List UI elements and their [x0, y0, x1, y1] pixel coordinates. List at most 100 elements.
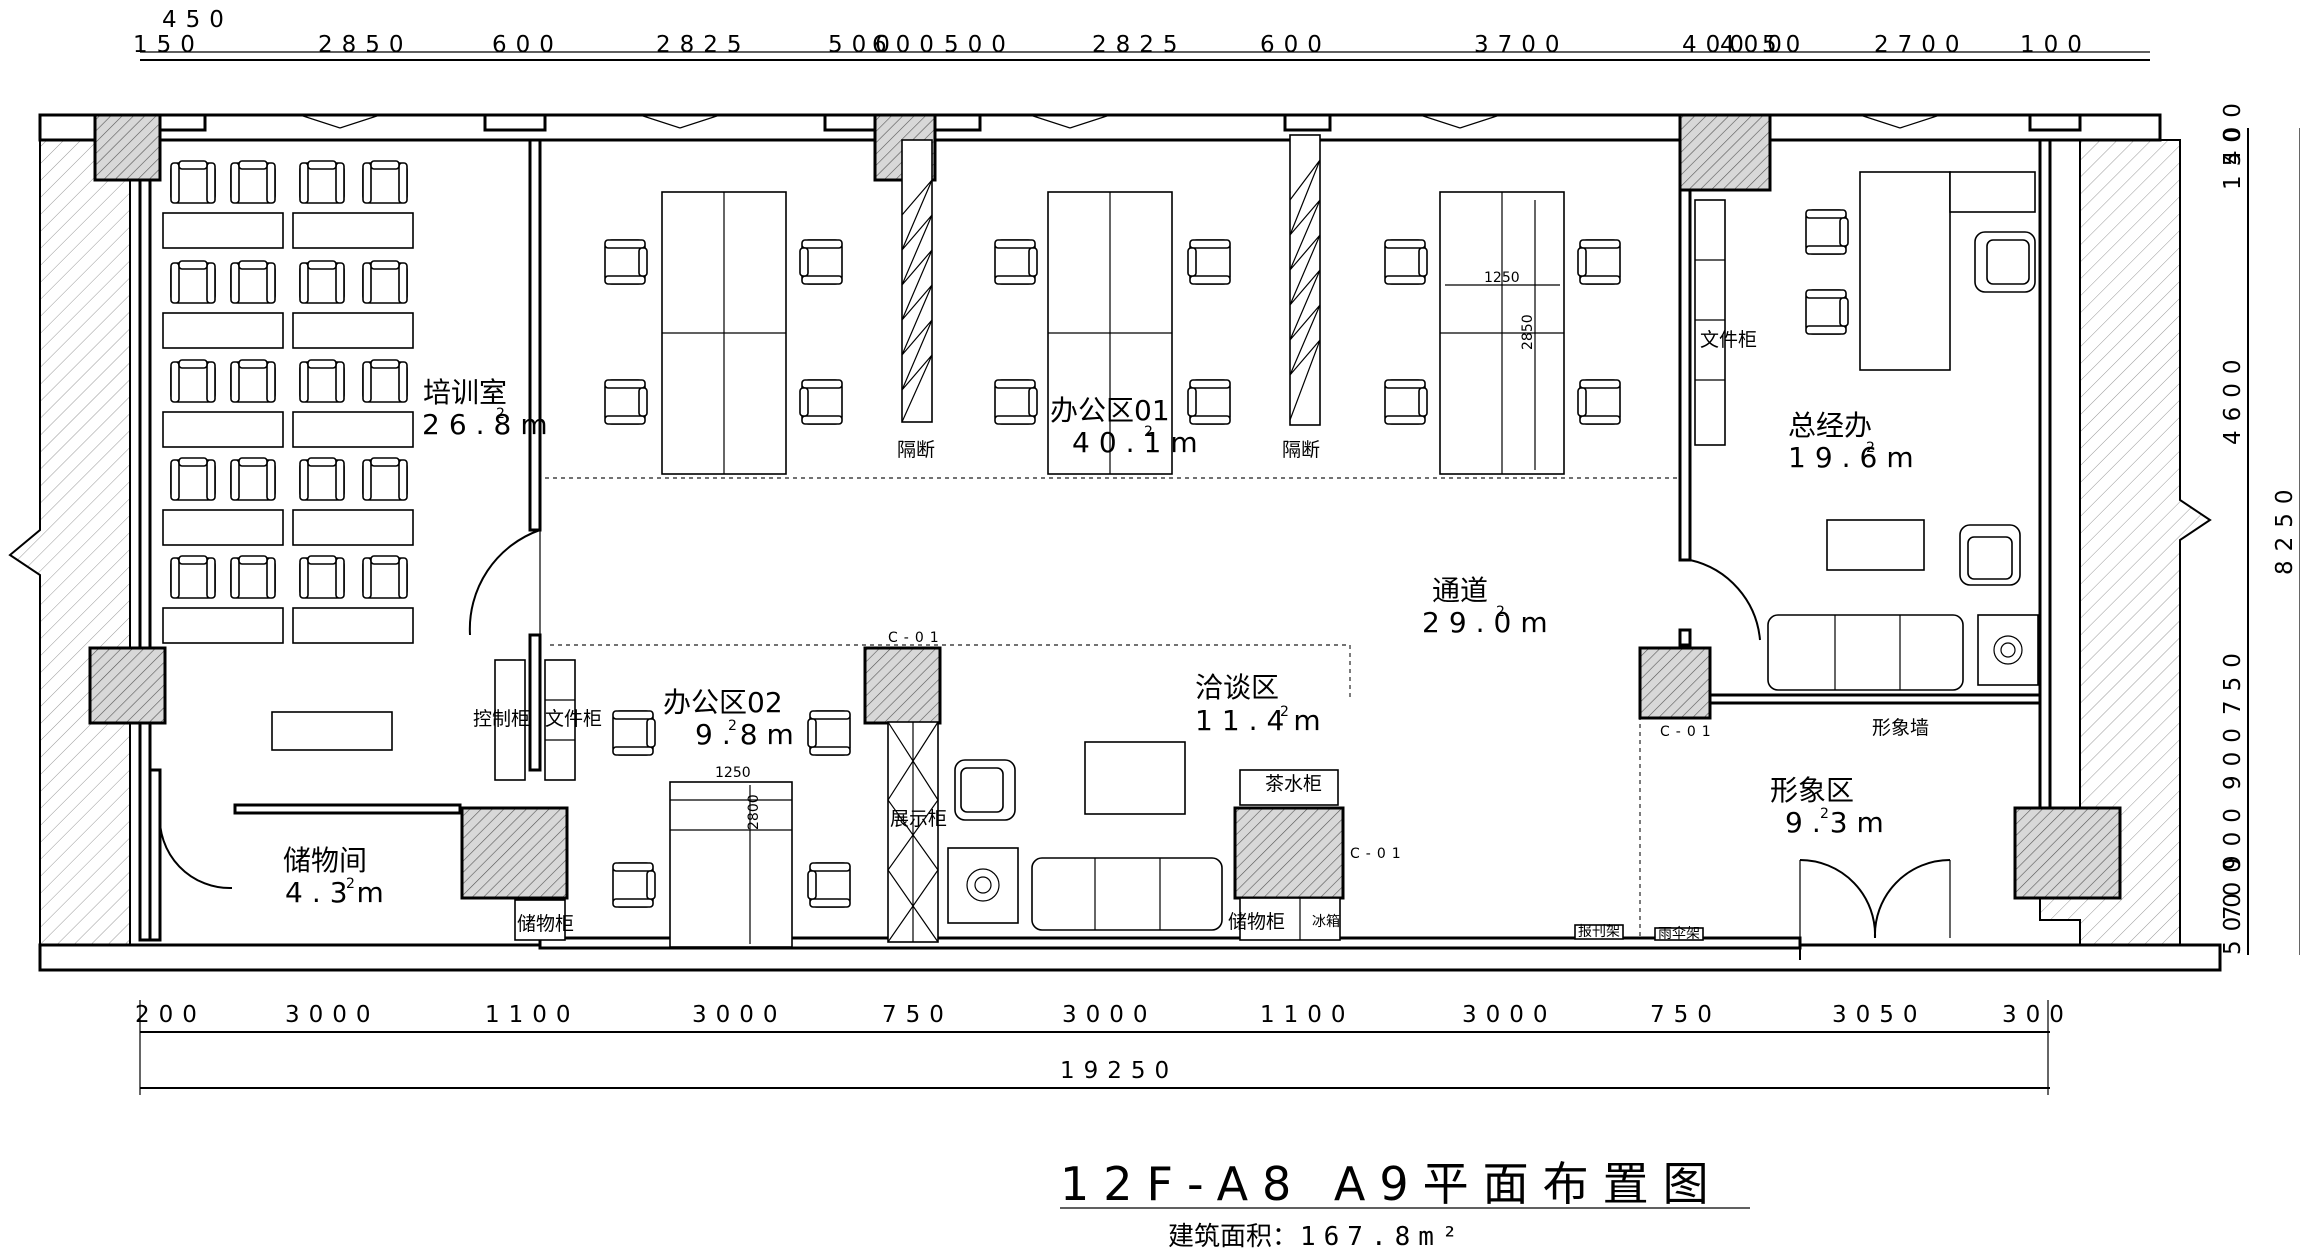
training-chair — [230, 359, 276, 403]
room-area-corridor: 29.0m — [1422, 606, 1557, 639]
dim-total: 19250 — [1060, 1058, 1178, 1084]
training-chair — [170, 457, 216, 501]
office-chair — [807, 862, 851, 908]
dim-top-10: 3700 — [1474, 32, 1569, 58]
office-desks — [271, 134, 2039, 948]
dim-top-11: 400 — [1682, 32, 1753, 58]
training-chair — [362, 260, 408, 304]
office-chair — [1577, 379, 1621, 425]
dim-right-8: 500 — [2220, 884, 2246, 955]
meeting-armchair — [954, 759, 1016, 821]
training-chair — [362, 555, 408, 599]
dim-bottom-8: 750 — [1650, 1002, 1721, 1028]
dim-bottom-0: 200 — [135, 1002, 206, 1028]
label-umbrella-rack: 雨伞架 — [1658, 925, 1700, 942]
gm-armchair — [1959, 524, 2021, 586]
training-chair — [299, 359, 345, 403]
office-chair — [612, 862, 656, 908]
dim-top-8: 2825 — [1092, 32, 1187, 58]
office-chair — [1577, 239, 1621, 285]
training-desk — [162, 509, 284, 546]
training-chair — [362, 160, 408, 204]
label-fridge: 冰箱 — [1312, 914, 1340, 930]
dimensions-top: 150 450 2850 600 2825 500 600 500 2825 6… — [133, 7, 2150, 61]
dim-top-2: 2850 — [318, 32, 413, 58]
office-chair — [1187, 239, 1231, 285]
office-chair — [1187, 379, 1231, 425]
room-name-training: 培训室 — [423, 376, 507, 409]
training-chair — [362, 359, 408, 403]
office-chair — [1805, 209, 1849, 255]
label-desk-w-1: 1250 — [1484, 270, 1520, 286]
dim-bottom-1: 3000 — [285, 1002, 380, 1028]
office-chair — [612, 710, 656, 756]
office-chair — [1805, 289, 1849, 335]
dim-bottom-10: 300 — [2002, 1002, 2073, 1028]
dim-right-1: 400 — [2220, 94, 2246, 165]
room-area-sup-office1: 2 — [1144, 424, 1153, 440]
dim-top-1: 450 — [162, 7, 233, 33]
label-partition-a: 隔断 — [897, 439, 935, 461]
outer-walls — [8, 113, 2222, 972]
office-chair — [1384, 239, 1428, 285]
label-desk-w-2: 1250 — [715, 765, 751, 781]
training-chair — [230, 260, 276, 304]
dim-top-12: 400 — [1720, 32, 1791, 58]
room-area-gm: 19.6m — [1788, 441, 1923, 474]
room-name-office2: 办公区02 — [663, 686, 783, 719]
label-control-cabinet: 控制柜 — [473, 708, 530, 730]
drawing-title: 12F-A8 A9平面布置图 — [1060, 1157, 1723, 1211]
dim-bottom-5: 3000 — [1062, 1002, 1157, 1028]
room-area-sup-gm: 2 — [1866, 440, 1875, 456]
label-storage-cabinet-a: 储物柜 — [517, 913, 574, 935]
dim-top-3: 600 — [492, 32, 563, 58]
office-chair — [604, 379, 648, 425]
dim-bottom-2: 1100 — [485, 1002, 580, 1028]
label-col-c01-c: C-01 — [1350, 846, 1407, 862]
label-image-wall: 形象墙 — [1872, 717, 1929, 739]
dim-bottom-3: 3000 — [692, 1002, 787, 1028]
dim-right-6: 900 — [2220, 799, 2246, 870]
room-area-meeting: 11.4m — [1195, 704, 1330, 737]
room-area-storage: 4.3m — [285, 876, 393, 909]
training-desk — [162, 312, 284, 349]
furniture-labels: 隔断 隔断 文件柜 文件柜 控制柜 展示柜 茶水柜 储物柜 储物柜 冰箱 形象墙… — [473, 270, 1929, 942]
label-storage-cabinet-b: 储物柜 — [1228, 911, 1285, 933]
dim-bottom-4: 750 — [882, 1002, 953, 1028]
training-desk — [292, 411, 414, 448]
label-desk-h-2: 2800 — [746, 794, 762, 830]
training-desk — [162, 411, 284, 448]
dim-top-0: 150 — [133, 32, 204, 58]
dim-top-9: 600 — [1260, 32, 1331, 58]
label-col-c01-a: C-01 — [888, 630, 945, 646]
dim-right-2: 4600 — [2220, 350, 2246, 445]
room-area-sup-meeting: 2 — [1280, 704, 1289, 720]
training-chair — [299, 160, 345, 204]
room-area-image: 9.3m — [1785, 806, 1893, 839]
room-name-meeting: 洽谈区 — [1195, 671, 1279, 704]
label-partition-b: 隔断 — [1282, 439, 1320, 461]
office-chair — [604, 239, 648, 285]
drawing-subtitle-label: 建筑面积： — [1168, 1222, 1298, 1252]
room-name-storage: 储物间 — [283, 844, 367, 877]
executive-armchair — [1974, 231, 2036, 293]
label-display-cabinet: 展示柜 — [890, 808, 947, 830]
dim-right-3: 8250 — [2272, 480, 2298, 575]
training-chair — [170, 160, 216, 204]
label-desk-h-1: 2850 — [1520, 314, 1536, 350]
training-chair — [170, 555, 216, 599]
dimensions-right: 150 400 4600 8250 750 900 900 700 500 — [2220, 94, 2300, 955]
training-chair — [170, 260, 216, 304]
office-chair — [807, 710, 851, 756]
label-file-cabinet-gm: 文件柜 — [1700, 329, 1757, 351]
dim-top-13: 50 — [1762, 32, 1809, 58]
dim-top-7: 500 — [944, 32, 1015, 58]
room-area-office2: 9.8m — [695, 718, 803, 751]
room-area-sup-corridor: 2 — [1496, 604, 1505, 620]
training-desk — [162, 212, 284, 249]
dim-top-14: 2700 — [1874, 32, 1969, 58]
dim-right-4: 750 — [2220, 644, 2246, 715]
label-newspaper-rack: 报刊架 — [1578, 924, 1620, 940]
label-tea-cabinet: 茶水柜 — [1265, 773, 1322, 795]
training-desk — [162, 607, 284, 644]
